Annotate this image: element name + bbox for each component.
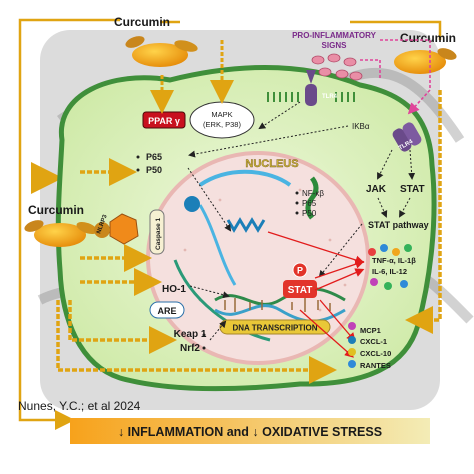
stat-label: STAT: [400, 184, 425, 195]
mapk-line2: (ERK, P38): [203, 120, 241, 129]
membrane-receptors: [267, 92, 355, 102]
curcumin-top-label: Curcumin: [114, 15, 170, 29]
pro-inflammatory-line1: PRO-INFLAMMATORY: [292, 31, 377, 40]
chemokine-mcp1: MCP1: [360, 326, 381, 335]
cytokine-dots: [368, 244, 412, 290]
red-arrows: [267, 231, 365, 358]
are-label: ARE: [157, 306, 176, 316]
caspase-box: [149, 209, 165, 255]
ikba-label: IKBα: [352, 122, 370, 131]
nlrp3-complex: [94, 213, 139, 245]
chemokine-cxcl10: CXCL-10: [360, 349, 391, 358]
curcumin-bowl-top: [125, 36, 198, 67]
mapk-line1: MAPK: [211, 110, 232, 119]
citation: Nunes, Y.C.; et al 2024: [18, 399, 141, 413]
protein-blue: [184, 196, 200, 212]
chromatin-coil: [305, 176, 319, 220]
p65-label: P65: [146, 152, 162, 162]
phospho-badge: [292, 262, 308, 278]
stat-dimer: [283, 280, 317, 298]
keap-label: Keap 1: [174, 329, 207, 340]
p50-label: P50: [146, 165, 162, 175]
ppar-label: PPAR γ: [148, 116, 180, 126]
stat-pathway-label: STAT pathway: [368, 220, 429, 230]
curcumin-left-label: Curcumin: [28, 203, 84, 217]
caspase-label: Caspase 1: [155, 217, 162, 250]
stat-center-label: STAT: [288, 285, 313, 296]
jak-label: JAK: [366, 184, 387, 195]
nfkb-p50: P50: [302, 209, 317, 218]
tlr4-receptor-top: [305, 70, 317, 106]
pro-inflammatory-line2: SIGNS: [322, 41, 348, 50]
ho1-label: HO-1: [162, 284, 186, 295]
dna-transcription-label: DNA TRANSCRIPTION: [232, 324, 317, 333]
are-box: [149, 301, 185, 319]
chemokine-rantes: RANTES: [360, 361, 391, 370]
nfkb-label: NF-κβ: [302, 189, 324, 198]
phospho-label: P: [297, 266, 303, 276]
cytokines-line1: TNF-α, IL-1β: [372, 256, 416, 265]
nfkb-p65: P65: [302, 199, 317, 208]
curcumin-bowl-right: [394, 48, 457, 74]
inflammatory-signals: [311, 53, 363, 81]
curcumin-bowl-left: [24, 220, 98, 247]
conclusion-banner: [70, 418, 430, 444]
cytokines-line2: IL-6, IL-12: [372, 267, 407, 276]
chemokine-cxcl1: CXCL-1: [360, 337, 387, 346]
tlr4-top-label: TLR4: [322, 94, 338, 100]
dna-coil: [226, 217, 266, 233]
outer-flow-arrow: [18, 18, 120, 430]
chemokine-dots: [348, 322, 356, 368]
curcumin-right-label: Curcumin: [400, 31, 456, 45]
conclusion-text: ↓ INFLAMMATION and ↓ OXIDATIVE STRESS: [118, 425, 382, 439]
nucleus-label: NUCLEUS: [245, 158, 298, 170]
nrf2-label: Nrf2: [180, 343, 200, 354]
tlr4-receptor-right: [392, 122, 422, 152]
